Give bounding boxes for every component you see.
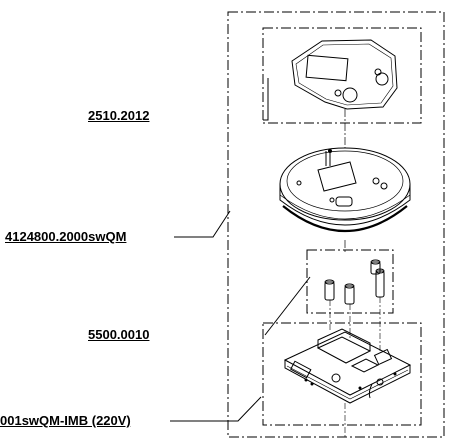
standoff-1: [324, 279, 335, 301]
housing-hole-b: [380, 182, 388, 190]
pcb-board-edge: [284, 360, 411, 404]
standoff-4: [375, 268, 385, 298]
gasket-plate-inner-edge: [295, 43, 394, 106]
housing-slot: [335, 196, 353, 207]
pcb-component-dot-3: [358, 386, 362, 390]
gasket-hole-4: [334, 89, 342, 97]
pcb-component-dot-1: [304, 378, 308, 382]
housing-post: [325, 151, 331, 166]
pcb-component-dot-2: [310, 382, 314, 386]
pcb-terminal-block: [290, 360, 312, 379]
pcb-component-dot-4: [393, 372, 397, 376]
pcb-transformer-top: [317, 328, 371, 351]
pcb-capacitor-2: [376, 378, 384, 386]
outer-assembly-boundary: [227, 11, 445, 438]
housing-hole-c: [329, 197, 335, 203]
leader-line-housing: [174, 210, 231, 238]
label-part-housing: 4124800.2000swQM: [5, 229, 127, 244]
pcb-board: [283, 331, 412, 396]
pcb-relay: [350, 358, 380, 373]
housing-hole-a: [372, 177, 380, 185]
gasket-plate: [291, 39, 398, 110]
gasket-window: [305, 54, 349, 82]
housing-side-wall: [279, 184, 411, 226]
pcb-capacitor-1: [331, 373, 341, 383]
pcb-connector: [373, 348, 393, 366]
pcb-cable: [368, 383, 373, 399]
label-part-pcb: 001swQM-IMB (220V): [0, 413, 131, 428]
label-part-standoffs: 5500.0010: [88, 327, 150, 342]
housing-top-face: [286, 150, 404, 212]
leader-line-gasket: [263, 78, 269, 121]
housing-lower-rim: [279, 194, 411, 220]
housing-window: [317, 161, 357, 192]
label-part-gasket: 2510.2012: [88, 108, 150, 123]
pcb-group-boundary: [262, 322, 422, 426]
gasket-hole-1: [375, 72, 389, 86]
housing-top-rim: [279, 147, 411, 221]
housing-hole-d: [296, 180, 302, 186]
gasket-hole-3: [342, 87, 358, 103]
standoff-3: [370, 259, 381, 275]
gasket-hole-2: [374, 68, 382, 76]
housing-base-edge: [282, 205, 408, 232]
leader-line-standoffs: [264, 276, 311, 336]
pcb-board-underside: [286, 365, 409, 400]
gasket-group-boundary: [262, 27, 422, 124]
standoff-2: [344, 283, 355, 305]
housing-screw-head-1: [328, 149, 332, 153]
leader-line-pcb: [170, 396, 262, 422]
